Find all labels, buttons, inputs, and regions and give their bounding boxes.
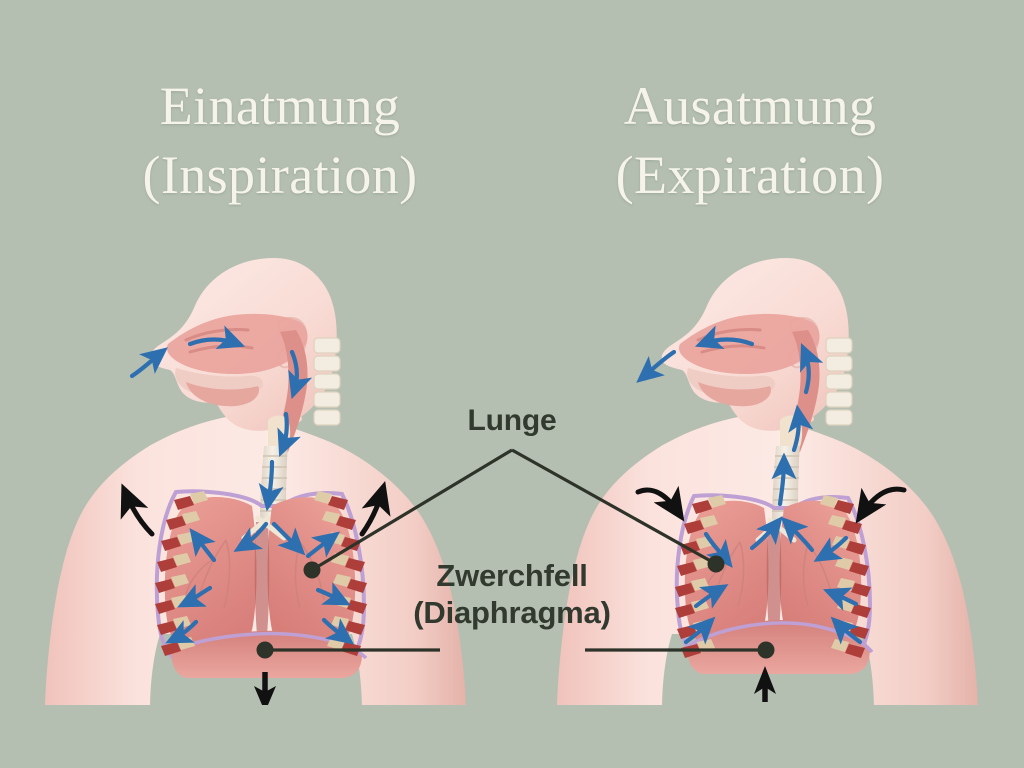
callout-label-lung: Lunge — [467, 404, 557, 437]
shoulder-arrow-right — [855, 486, 907, 524]
cervical-spine-left-figure — [313, 337, 341, 426]
expiration-body — [557, 258, 978, 705]
callout-label-diaphragm: Zwerchfell (Diaphragma) — [413, 558, 611, 630]
figure-expiration — [557, 258, 978, 705]
leader-dot-lung-left — [303, 561, 321, 579]
leader-dot-lung-right — [707, 555, 725, 573]
title-inspiration: Einatmung (Inspiration) — [142, 76, 418, 206]
leader-dot-diaphragm-left — [256, 641, 274, 659]
ribcage-motion-arrows-expiration — [635, 485, 907, 524]
ribcage-right-figure-left — [675, 495, 726, 658]
leader-line-lung-left — [311, 448, 513, 572]
ribcage-left-figure-left — [155, 491, 208, 656]
shoulder-arrow-left — [635, 485, 685, 522]
leader-line-lung-right — [511, 448, 717, 566]
airflow-arrows-inspiration — [129, 325, 355, 645]
mediastinum-right-figure — [766, 524, 782, 642]
shoulder-arrow-left — [120, 483, 155, 537]
diaphragm-motion-arrow-inspiration — [254, 672, 276, 705]
ribcage-motion-arrows-inspiration — [120, 480, 391, 537]
cervical-spine-right-figure — [825, 337, 853, 426]
shoulder-arrow-right — [359, 480, 391, 537]
leader-dot-diaphragm-right — [757, 641, 775, 659]
diaphragm-motion-arrow-expiration — [754, 666, 776, 702]
diaphragm-right-figure — [687, 620, 870, 674]
mediastinum-left-figure — [254, 522, 270, 646]
tongue-left-figure — [186, 382, 260, 407]
tongue-right-figure — [698, 382, 772, 407]
title-expiration: Ausatmung (Expiration) — [615, 76, 885, 206]
airflow-arrows-expiration — [636, 325, 863, 645]
